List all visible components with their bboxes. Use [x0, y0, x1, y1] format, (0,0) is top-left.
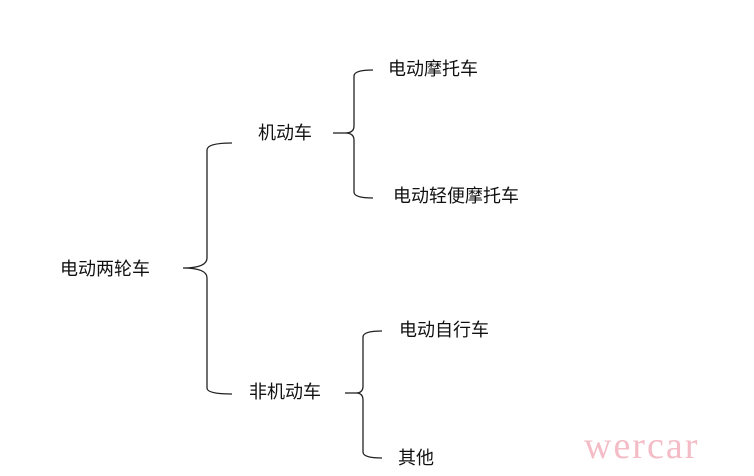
leaf-label: 电动摩托车 [388, 59, 478, 80]
motor-brace [344, 69, 374, 199]
leaf-label: 其他 [398, 448, 434, 469]
root-label: 电动两轮车 [60, 259, 150, 280]
leaf-label: 电动轻便摩托车 [393, 186, 519, 207]
watermark: wercar [584, 425, 700, 467]
leaf-label: 电动自行车 [399, 320, 489, 341]
branch-label-nonmotor: 非机动车 [249, 382, 321, 403]
root-brace [182, 142, 233, 395]
branch-label-motor: 机动车 [258, 123, 312, 144]
nonmotor-brace [355, 330, 383, 459]
